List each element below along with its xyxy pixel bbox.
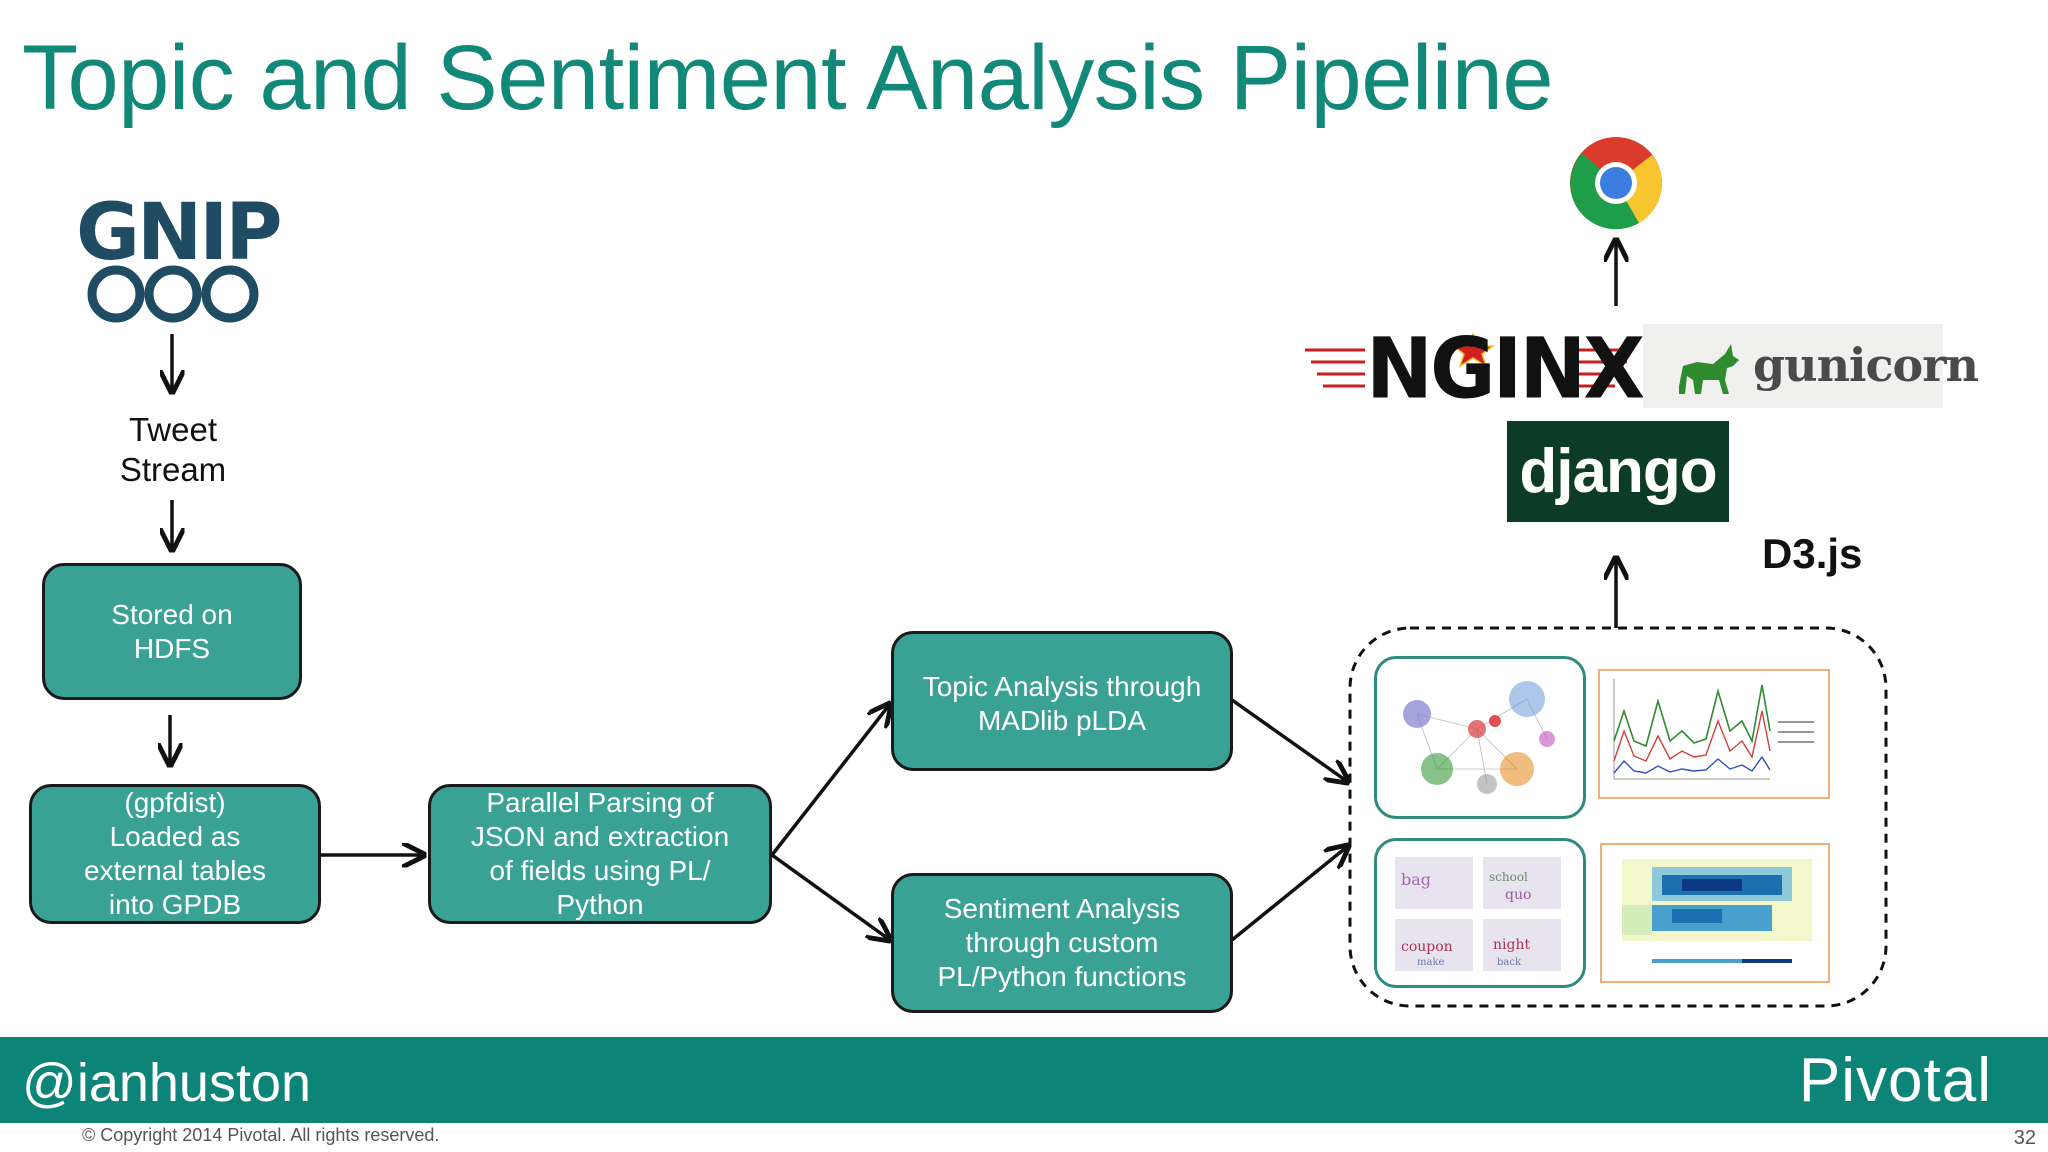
- arrow-sentiment-to-viz: [1230, 846, 1348, 942]
- gunicorn-logo-text: gunicorn: [1753, 338, 1979, 392]
- sentiment-analysis-node: Sentiment Analysis through custom PL/Pyt…: [891, 873, 1233, 1013]
- arrow-parsing-to-topic: [770, 704, 890, 857]
- word-cloud-image: bag school quo coupon night make back: [1395, 857, 1561, 971]
- timeseries-chart-image: [1613, 679, 1814, 780]
- svg-text:school: school: [1489, 870, 1528, 884]
- parallel-parsing-node: Parallel Parsing of JSON and extraction …: [428, 784, 772, 924]
- svg-text:coupon: coupon: [1401, 939, 1453, 955]
- topic-analysis-node: Topic Analysis through MADlib pLDA: [891, 631, 1233, 771]
- svg-text:bag: bag: [1401, 870, 1431, 889]
- d3js-label: D3.js: [1762, 530, 1863, 577]
- page-number: 32: [2013, 1127, 2036, 1149]
- nginx-logo-speedlines: [1305, 332, 1633, 388]
- gunicorn-logo: gunicorn: [1643, 324, 1979, 408]
- word-cloud-thumbnail: bag school quo coupon night make back: [1374, 838, 1586, 988]
- twitter-handle: @ianhuston: [22, 1053, 312, 1113]
- slide-title: Topic and Sentiment Analysis Pipeline: [22, 27, 1554, 129]
- heatmap-chart-image: [1622, 859, 1812, 963]
- chrome-icon: [1570, 137, 1663, 230]
- gnip-logo-text: GNIP: [76, 188, 282, 278]
- copyright-notice: © Copyright 2014 Pivotal. All rights res…: [82, 1125, 440, 1145]
- stored-hdfs-node: Stored on HDFS: [42, 563, 302, 700]
- arrow-topic-to-viz: [1230, 698, 1348, 782]
- nginx-logo: NGINX: [1366, 319, 1645, 418]
- network-graph-image: [1403, 681, 1555, 794]
- tweet-stream-label: Tweet Stream: [119, 411, 227, 488]
- gpfdist-load-node: (gpfdist) Loaded as external tables into…: [29, 784, 321, 924]
- svg-text:night: night: [1493, 937, 1530, 953]
- svg-text:make: make: [1417, 957, 1445, 968]
- django-logo-text: django: [1519, 437, 1717, 506]
- gunicorn-unicorn-icon: [1679, 344, 1739, 394]
- footer-bar: [0, 1037, 2048, 1123]
- heatmap-chart-thumbnail: [1600, 843, 1830, 983]
- svg-text:quo: quo: [1505, 887, 1531, 903]
- gnip-logo-circles: [87, 265, 259, 323]
- django-logo: django: [1507, 421, 1729, 522]
- svg-text:back: back: [1497, 957, 1522, 968]
- network-graph-thumbnail: [1374, 656, 1586, 819]
- arrow-parsing-to-sentiment: [770, 853, 890, 940]
- timeseries-chart-thumbnail: [1598, 669, 1830, 799]
- visualization-group-border: [1348, 626, 1888, 1008]
- pivotal-logo: Pivotal: [1798, 1046, 1992, 1115]
